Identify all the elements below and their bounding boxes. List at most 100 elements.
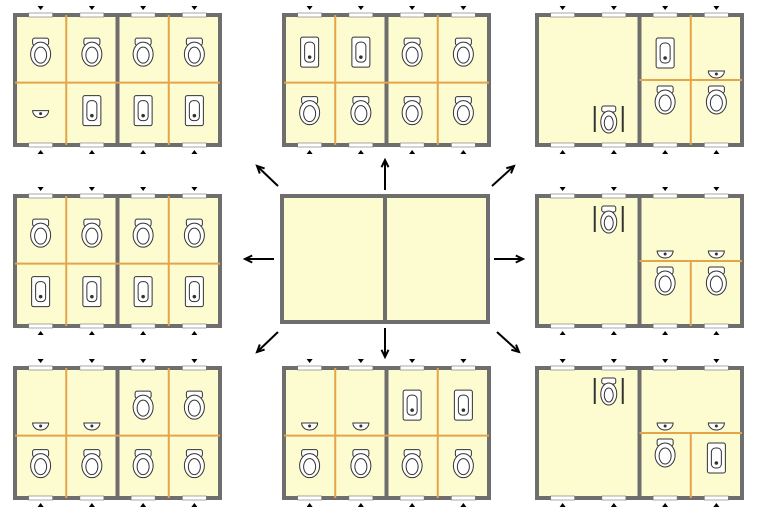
door-threshold [399, 12, 425, 18]
door-marker [191, 331, 198, 335]
toilet-icon [132, 449, 154, 479]
urinal-icon [133, 276, 153, 308]
door-marker [191, 503, 198, 507]
accessible-toilet-icon [593, 205, 624, 234]
door-threshold [550, 142, 575, 148]
accessible-toilet-icon [593, 377, 624, 406]
toilet-icon [654, 438, 676, 468]
door-marker [306, 503, 313, 507]
urinal-icon [31, 276, 51, 308]
accessible-toilet-icon [593, 105, 624, 134]
toilet-icon [183, 390, 205, 420]
urinal-icon [402, 389, 422, 421]
sink-icon [707, 422, 725, 431]
door-threshold [348, 142, 374, 148]
door-marker [140, 150, 147, 154]
door-threshold [79, 495, 105, 501]
door-marker [409, 359, 416, 363]
door-marker [191, 187, 198, 191]
door-marker [37, 331, 44, 335]
toilet-icon [401, 37, 423, 67]
door-marker [713, 150, 720, 154]
toilet-icon [132, 390, 154, 420]
layout-top-middle [282, 6, 491, 154]
toilet-icon [654, 85, 676, 115]
urinal-icon [82, 95, 102, 127]
door-marker [662, 359, 669, 363]
door-threshold [601, 12, 627, 18]
layout-middle-right [535, 187, 744, 335]
toilet-icon [81, 218, 103, 248]
sink-icon [656, 250, 674, 259]
door-threshold [297, 495, 322, 501]
door-marker [191, 150, 198, 154]
layout-top-left [13, 6, 222, 154]
door-threshold [348, 12, 374, 18]
door-marker [191, 359, 198, 363]
arrow-up [380, 157, 390, 190]
layout-bottom-middle [282, 359, 491, 507]
door-threshold [704, 193, 729, 199]
door-threshold [704, 323, 729, 329]
toilet-icon [299, 96, 321, 126]
door-marker [662, 150, 669, 154]
door-marker [713, 503, 720, 507]
door-marker [610, 359, 617, 363]
door-threshold [182, 495, 207, 501]
door-threshold [399, 142, 425, 148]
door-marker [662, 187, 669, 191]
door-threshold [79, 142, 105, 148]
door-marker [460, 6, 467, 10]
door-marker [713, 331, 720, 335]
toilet-icon [299, 449, 321, 479]
arrow-down [380, 328, 390, 360]
arrow-left [242, 254, 274, 264]
door-marker [409, 6, 416, 10]
door-marker [409, 503, 416, 507]
door-threshold [297, 12, 322, 18]
toilet-icon [30, 449, 52, 479]
toilet-icon [30, 218, 52, 248]
door-marker [409, 150, 416, 154]
door-marker [559, 6, 566, 10]
door-marker [357, 503, 364, 507]
door-threshold [28, 323, 53, 329]
door-threshold [79, 12, 105, 18]
door-threshold [79, 323, 105, 329]
door-marker [140, 6, 147, 10]
door-threshold [550, 323, 575, 329]
toilet-icon [401, 449, 423, 479]
urinal-icon [655, 37, 675, 69]
door-threshold [28, 193, 53, 199]
door-threshold [601, 193, 627, 199]
door-threshold [28, 495, 53, 501]
urinal-icon [82, 276, 102, 308]
toilet-icon [705, 85, 727, 115]
door-threshold [652, 365, 678, 371]
door-threshold [130, 495, 156, 501]
toilet-icon [183, 37, 205, 67]
door-marker [713, 359, 720, 363]
door-marker [610, 6, 617, 10]
layout-bottom-left [13, 359, 222, 507]
door-threshold [79, 365, 105, 371]
urinal-icon [300, 36, 320, 68]
door-threshold [348, 365, 374, 371]
door-marker [357, 359, 364, 363]
door-marker [88, 331, 95, 335]
door-threshold [704, 12, 729, 18]
toilet-icon [132, 37, 154, 67]
door-threshold [130, 142, 156, 148]
door-threshold [451, 12, 476, 18]
door-threshold [704, 142, 729, 148]
door-threshold [348, 495, 374, 501]
door-threshold [601, 495, 627, 501]
toilet-icon [81, 449, 103, 479]
door-threshold [130, 193, 156, 199]
door-threshold [550, 365, 575, 371]
toilet-icon [81, 37, 103, 67]
door-threshold [399, 365, 425, 371]
urinal-icon [453, 389, 473, 421]
toilet-icon [132, 218, 154, 248]
door-marker [610, 187, 617, 191]
